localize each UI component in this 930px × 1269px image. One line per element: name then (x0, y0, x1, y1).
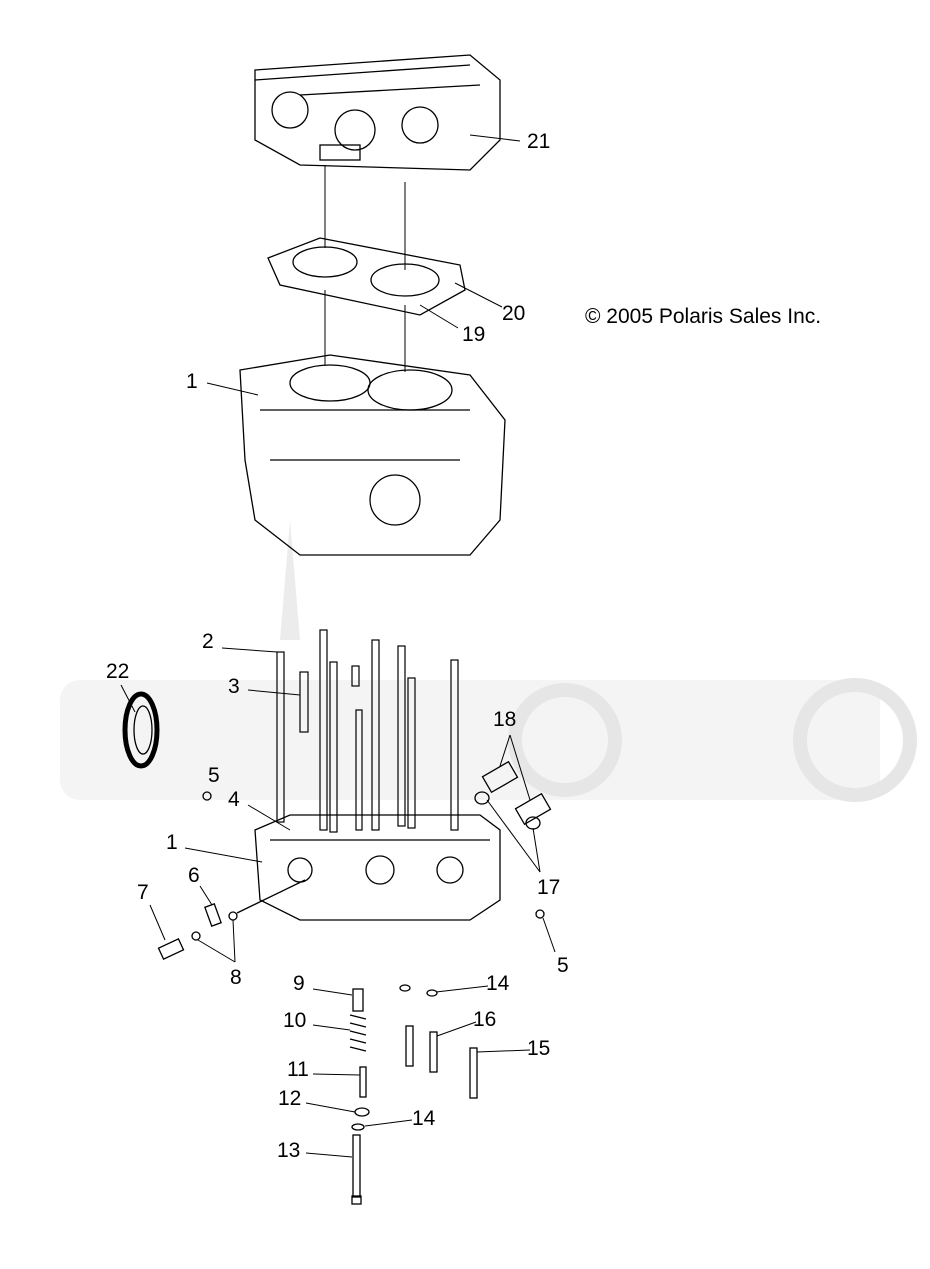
callout-22[interactable]: 22 (106, 660, 130, 683)
head-gasket (267, 237, 466, 316)
valve-parts (349, 984, 478, 1205)
callout-17[interactable]: 17 (537, 876, 561, 899)
cylinder-block (239, 354, 506, 556)
callout-13[interactable]: 13 (277, 1139, 301, 1162)
cylinder-head (254, 54, 501, 171)
fittings (157, 760, 552, 960)
oil-seal (122, 691, 160, 769)
callout-10[interactable]: 10 (283, 1009, 307, 1032)
callout-20[interactable]: 20 (502, 302, 526, 325)
crankcase (254, 814, 501, 921)
callout-11[interactable]: 11 (287, 1058, 309, 1081)
callout-16[interactable]: 16 (473, 1008, 497, 1031)
callout-1-crankcase[interactable]: 1 (166, 831, 178, 854)
copyright-text: © 2005 Polaris Sales Inc. (585, 305, 822, 328)
studs (276, 629, 459, 833)
callout-3[interactable]: 3 (228, 675, 240, 698)
callout-6[interactable]: 6 (188, 864, 200, 887)
watermark-logo (60, 520, 917, 802)
leader-lines (120, 134, 556, 1158)
callout-15[interactable]: 15 (527, 1037, 551, 1060)
callout-5-left[interactable]: 5 (208, 764, 220, 787)
callout-18[interactable]: 18 (493, 708, 517, 731)
callout-9[interactable]: 9 (293, 972, 305, 995)
callout-21[interactable]: 21 (527, 130, 551, 153)
callout-8[interactable]: 8 (230, 966, 242, 989)
callout-14-bottom[interactable]: 14 (412, 1107, 436, 1130)
callout-5-right[interactable]: 5 (557, 954, 569, 977)
callout-7[interactable]: 7 (137, 881, 149, 904)
callout-2[interactable]: 2 (202, 630, 214, 653)
callout-14-top[interactable]: 14 (486, 972, 510, 995)
callout-12[interactable]: 12 (278, 1087, 302, 1110)
callout-4[interactable]: 4 (228, 788, 240, 811)
callout-19[interactable]: 19 (462, 323, 486, 346)
callout-1-cylinder[interactable]: 1 (186, 370, 198, 393)
